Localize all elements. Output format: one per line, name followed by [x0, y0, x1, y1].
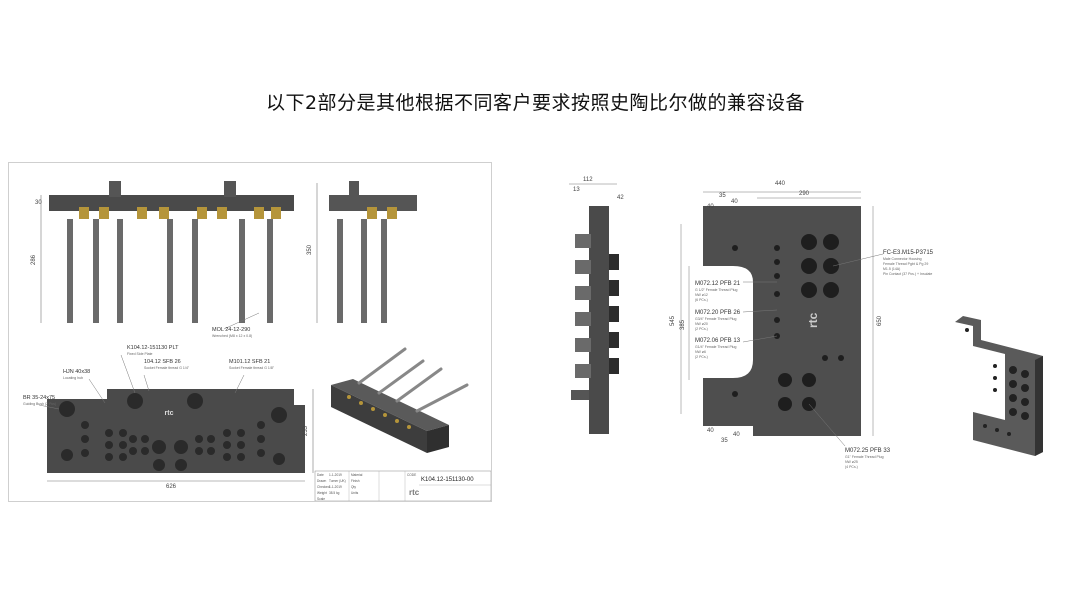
callout-pfb13-sub: NW ø6: [695, 350, 706, 354]
front-elevation-view: 30 286: [31, 181, 294, 323]
callout-pfb26-sub: G3/4" Female Thread Plug: [695, 317, 737, 321]
front-view-plate: rtc 440 290 35 40 40 545 385 650 40 35 4…: [670, 181, 883, 444]
callouts: FC-E3.M15-P3715 Male Connector Housing F…: [695, 250, 934, 469]
logo-mark: rtc: [806, 312, 820, 328]
callout-pfb33-sub: (4 PCs.): [845, 465, 858, 469]
callout-sfb26-sub: Socket Female thread G 1/4": [144, 366, 190, 370]
callout-pfb33: M072.25 PFB 33: [845, 448, 891, 454]
tb-row-key: Scale: [317, 497, 325, 501]
side-view: 112 13 42: [569, 177, 624, 434]
callout-pfb33-sub: G1" Female Thread Plug: [845, 455, 884, 459]
tb-row-value: 38.5 kg: [329, 491, 340, 495]
side-elevation-view: 350: [307, 181, 417, 323]
tb-row-key: Date: [317, 473, 324, 477]
tb-col: Qty: [351, 485, 356, 489]
tb-row-value: 1-1-2019: [329, 473, 342, 477]
dim-440: 440: [775, 181, 786, 187]
slide-title: 以下2部分是其他根据不同客户要求按照史陶比尔做的兼容设备: [265, 92, 806, 114]
dim-40-top: 40: [731, 199, 738, 205]
title-block: Date 1-1-2019 Drawn Turner (UK) Checked …: [314, 470, 492, 502]
dim-40-left: 40: [707, 204, 714, 210]
callout-br: BR 35-24x75: [23, 395, 55, 401]
tb-row-value: 1-1-2019: [329, 485, 342, 489]
dim-35: 35: [719, 193, 726, 199]
callout-fc: FC-E3.M15-P3715: [883, 250, 934, 256]
engineering-drawing-sheet: 30 286 350 MOL 24-12-290 Wrenched (M8 x …: [8, 162, 492, 502]
tb-row-key: Weight: [317, 491, 327, 495]
dim-385: 385: [680, 319, 686, 330]
callout-pfb13: M072.06 PFB 13: [695, 338, 741, 344]
tb-code-label: CODE: [407, 473, 416, 477]
callout-pfb33-sub: NW ø25: [845, 460, 858, 464]
callout-mol: MOL 24-12-290: [212, 327, 250, 333]
dim-350: 350: [307, 244, 313, 255]
dim-626: 626: [166, 484, 177, 490]
logo-mark: rtc: [409, 488, 420, 497]
dim-13: 13: [573, 187, 580, 193]
tb-row-value: Turner (UK): [329, 479, 346, 483]
tb-row-key: Drawn: [317, 479, 326, 483]
dim-112: 112: [583, 177, 593, 183]
dim-40-bottom-left: 40: [707, 428, 714, 434]
callout-plt: K104.12-151130 PLT: [127, 345, 179, 351]
dim-35-bottom: 35: [721, 438, 728, 444]
dim-290: 290: [799, 191, 810, 197]
plan-view-plate: rtc 626 233: [47, 389, 314, 490]
dim-30: 30: [35, 200, 42, 206]
callout-pfb26-sub: (2 PCs.): [695, 327, 708, 331]
callout-fc-sub: Female Thread Pgbt & Pg 29: [883, 262, 928, 266]
dim-40-bottom: 40: [733, 432, 740, 438]
callout-plt-sub: Fixed Side Plate: [127, 352, 153, 356]
callout-pfb13-sub: (2 PCs.): [695, 355, 708, 359]
callout-sfb21: M101.12 SFB 21: [229, 359, 270, 365]
callout-pfb26-sub: NW ø20: [695, 322, 708, 326]
isometric-view: [331, 347, 469, 453]
callout-pfb21-sub: NW ø12: [695, 293, 708, 297]
isometric-plate-view: [955, 316, 1043, 456]
dim-650: 650: [877, 315, 883, 326]
callout-hjn: HJN 40x38: [63, 369, 90, 375]
callout-sfb21-sub: Socket Female thread G 1/8": [229, 366, 275, 370]
callout-pfb21-sub: (6 PCs.): [695, 298, 708, 302]
callout-pfb21-sub: G 1/2" Female Thread Plug: [695, 288, 737, 292]
compatible-plate-drawing: 112 13 42 rtc 440 290 35 40 40 545 385 6…: [555, 170, 1065, 470]
callout-fc-sub: M1.5 (14A): [883, 267, 900, 271]
dim-286: 286: [31, 254, 37, 265]
tb-col: Material: [351, 473, 363, 477]
callout-hjn-sub: Locating hub: [63, 376, 83, 380]
callout-pfb21: M072.12 PFB 21: [695, 281, 741, 287]
dim-42: 42: [617, 195, 624, 201]
dim-545: 545: [670, 315, 676, 326]
tb-col: Units: [351, 491, 359, 495]
callout-mol-sub: Wrenched (M8 x 12 x 0.8): [212, 334, 252, 338]
dim-233: 233: [303, 425, 309, 436]
callout-fc-sub: Male Connector Housing: [883, 257, 922, 261]
callout-pfb13-sub: G1/4" Female Thread Plug: [695, 345, 737, 349]
logo-mark: rtc: [165, 410, 174, 417]
tb-col: Finish: [351, 479, 360, 483]
callout-sfb26: 104.12 SFB 26: [144, 359, 181, 365]
callout-br-sub: Guiding Bush (2 Pcs): [23, 402, 56, 406]
tb-row-key: Checked: [317, 485, 330, 489]
drawing-number: K104.12-151130-00: [421, 477, 474, 483]
callout-fc-sub: Pin Contact (37 Pcs.) + Insulate: [883, 272, 932, 276]
callout-pfb26: M072.20 PFB 26: [695, 310, 741, 316]
